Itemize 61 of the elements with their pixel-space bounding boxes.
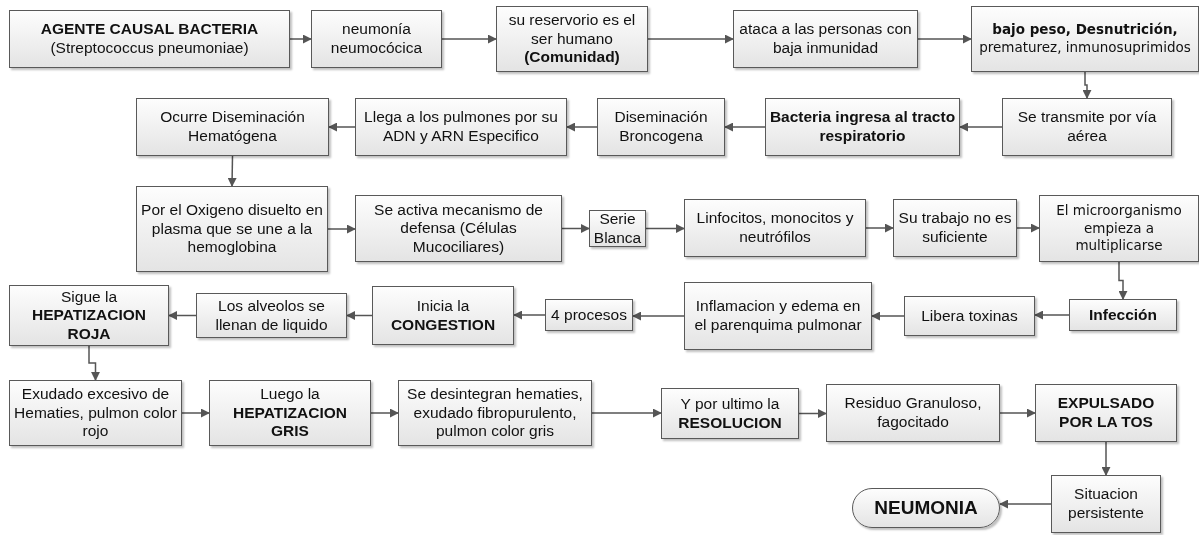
process-box: Libera toxinas (904, 296, 1035, 336)
process-box: Exudado excesivo de Hematies, pulmon color rojo (9, 380, 182, 446)
arrow (724, 122, 766, 132)
process-box: Se activa mecanismo de defensa (Células Mucociliares) (355, 195, 562, 262)
process-box: Inflamacion y edema en el parenquima pulmonar (684, 282, 872, 350)
arrow (645, 224, 685, 233)
arrow (513, 310, 546, 320)
arrow (798, 409, 827, 418)
arrow (917, 34, 972, 44)
arrow (346, 311, 373, 320)
process-box: Sigue la HEPATIZACION ROJA (9, 285, 169, 346)
process-box: Se desintegran hematies, exudado fibropurulento, pulmon color gris (398, 380, 592, 446)
arrow (647, 34, 734, 44)
arrow (168, 311, 197, 320)
arrow (871, 311, 905, 321)
process-box: El microorganismo empieza a multiplicarse (1039, 195, 1199, 262)
terminal-node: NEUMONIA (852, 488, 1000, 528)
arrow (632, 311, 685, 321)
process-box: Por el Oxigeno disuelto en plasma que se une a la hemoglobina (136, 186, 328, 272)
process-box: Su trabajo no es suficiente (893, 199, 1017, 257)
process-box: Residuo Granuloso, fagocitado (826, 384, 1000, 442)
process-box: su reservorio es el ser humano (Comunidad) (496, 6, 648, 72)
process-box: Bacteria ingresa al tracto respiratorio (765, 98, 960, 156)
process-box: EXPULSADO POR LA TOS (1035, 384, 1177, 442)
arrow (566, 122, 598, 132)
process-box: bajo peso, Desnutrición, prematurez, inmunosuprimidos (971, 6, 1199, 72)
process-box: Se transmite por vía aérea (1002, 98, 1172, 156)
process-box: neumonía neumocócica (311, 10, 442, 68)
arrow (327, 224, 356, 234)
process-box: Linfocitos, monocitos y neutrófilos (684, 199, 866, 257)
arrow (227, 155, 237, 187)
arrow (181, 408, 210, 418)
arrow (370, 408, 399, 418)
process-box: Luego la HEPATIZACION GRIS (209, 380, 371, 446)
process-box: Situacion persistente (1051, 475, 1161, 533)
process-box: Diseminación Broncogena (597, 98, 725, 156)
process-box: AGENTE CAUSAL BACTERIA (Streptococcus pneumoniae) (9, 10, 290, 68)
process-box: Ocurre Diseminación Hematógena (136, 98, 329, 156)
process-box: Infección (1069, 299, 1177, 331)
arrow (1101, 441, 1111, 476)
arrow (441, 34, 497, 44)
arrow (328, 122, 356, 132)
arrow (289, 34, 312, 44)
process-box: Inicia la CONGESTION (372, 286, 514, 345)
process-box: ataca a las personas con baja inmunidad (733, 10, 918, 68)
arrow (591, 408, 662, 418)
arrow (1082, 71, 1092, 99)
process-box: 4 procesos (545, 299, 633, 331)
arrow (561, 224, 590, 233)
arrow (865, 223, 894, 233)
arrow (999, 408, 1036, 418)
process-box: Y por ultimo la RESOLUCION (661, 388, 799, 439)
process-box: Serie Blanca (589, 210, 646, 247)
arrow (959, 122, 1003, 132)
arrow (1034, 310, 1070, 320)
arrow (1118, 261, 1128, 300)
process-box: Los alveolos se llenan de liquido (196, 293, 347, 338)
process-box: Llega a los pulmones por su ADN y ARN Especifico (355, 98, 567, 156)
arrow (1016, 223, 1040, 233)
arrow (88, 345, 100, 381)
arrow (999, 499, 1052, 509)
